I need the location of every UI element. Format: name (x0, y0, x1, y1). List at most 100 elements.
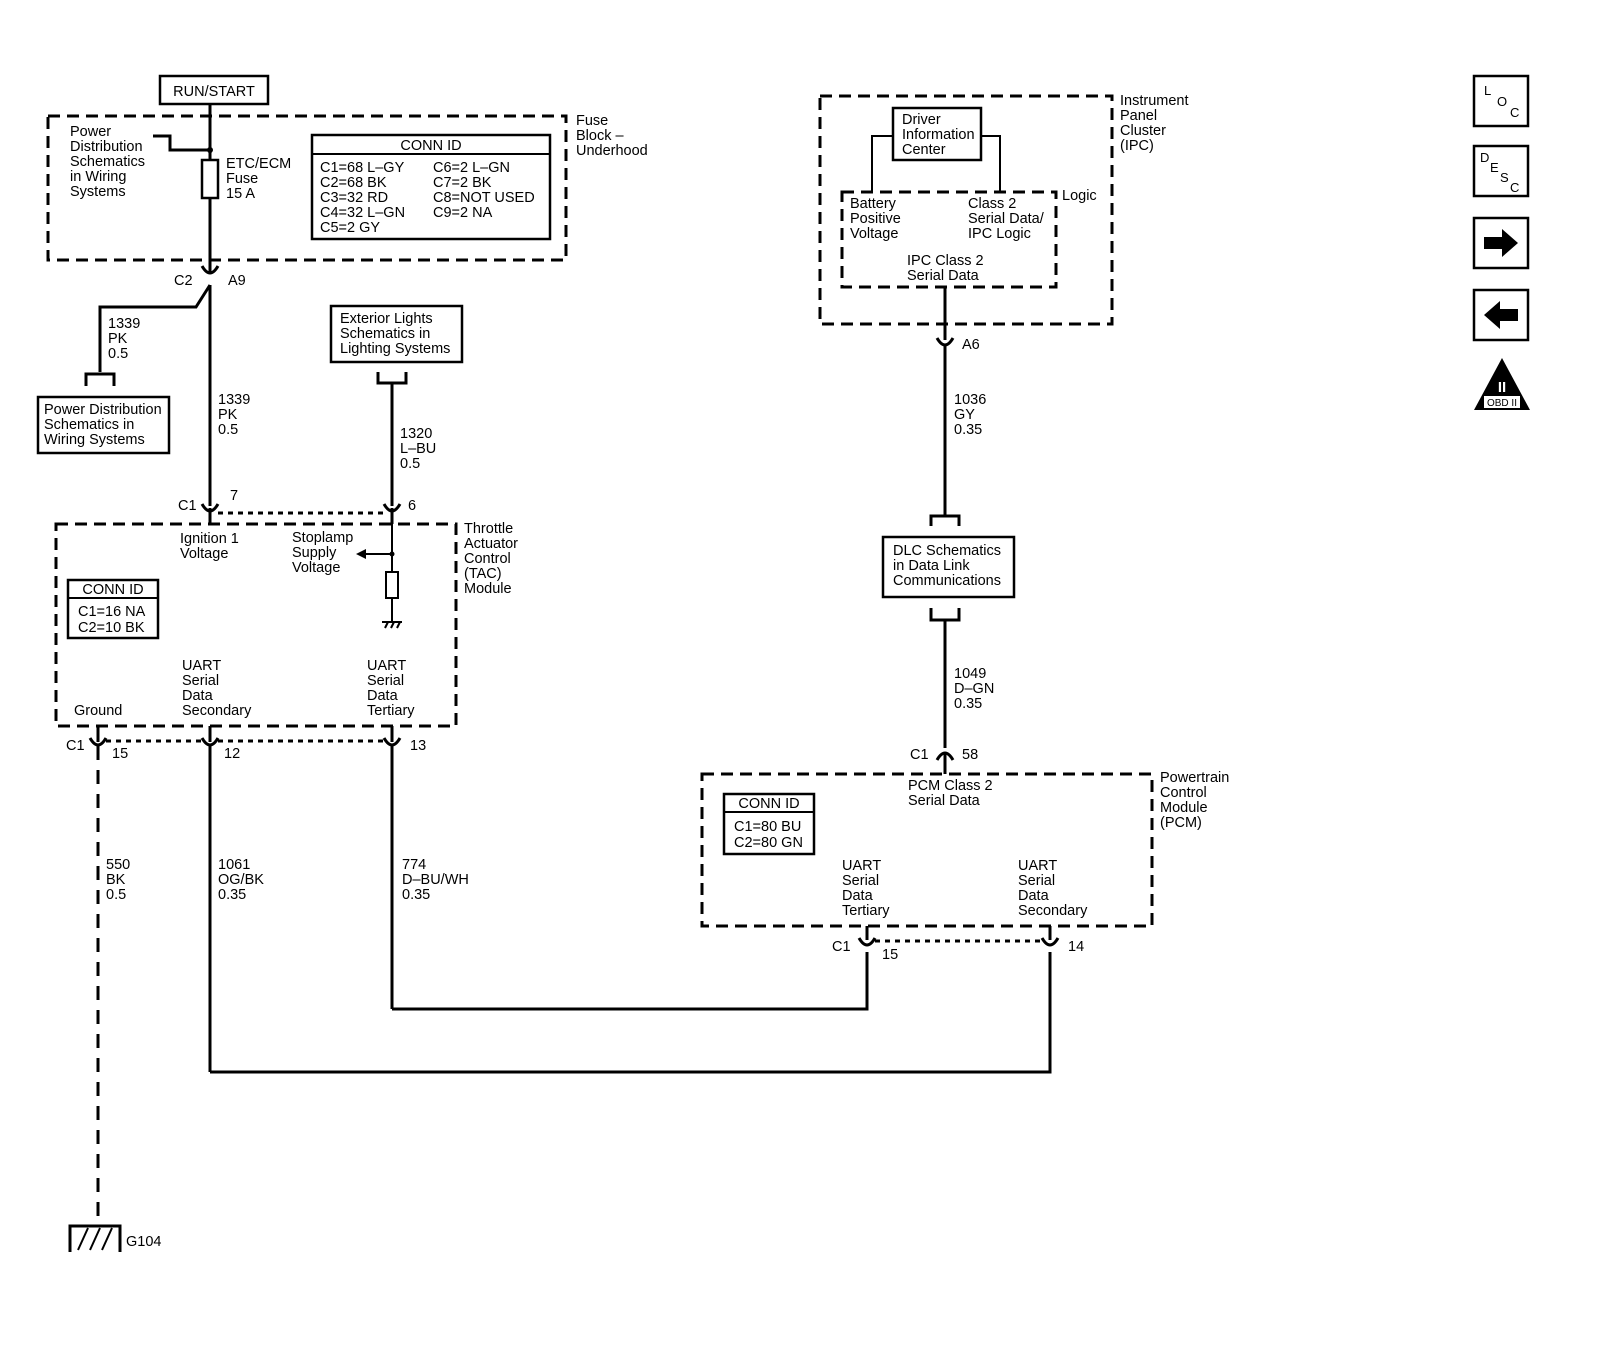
conn-id-title: CONN ID (738, 796, 799, 812)
ref-line: Schematics (70, 154, 145, 170)
tac-pin-desc: Data (367, 688, 399, 704)
wire-label: 0.35 (218, 887, 246, 903)
connector-c1-15-12-13: C1 15 12 13 (66, 726, 426, 762)
desc-letter: C (1510, 180, 1519, 195)
resistor-icon (385, 571, 399, 599)
dic-line: Center (902, 142, 946, 158)
wire-label: 0.5 (400, 456, 420, 472)
ground-g104-icon (68, 1224, 122, 1252)
arrow-left-icon (1484, 301, 1518, 329)
ref-box-line: DLC Schematics (893, 543, 1001, 559)
wire-label: 550 (106, 857, 130, 873)
obd-label: OBD II (1487, 398, 1517, 409)
pcm-pin-desc: Data (1018, 888, 1050, 904)
pcm-pin-desc: Data (842, 888, 874, 904)
conn-id-row: C4=32 L–GN (320, 205, 405, 221)
ref-box-line: Communications (893, 573, 1001, 589)
conn-id-row: C1=80 BU (734, 819, 801, 835)
wire-label: 0.5 (218, 422, 238, 438)
ipc-pin-desc: Battery (850, 196, 897, 212)
conn-id-row: C9=2 NA (433, 205, 493, 221)
logic-label: Logic (1062, 188, 1097, 204)
wire-label: 0.35 (954, 696, 982, 712)
tac-pin-desc: Secondary (182, 703, 252, 719)
conn-id-row: C1=16 NA (78, 604, 146, 620)
ipc-pin-desc: Serial Data/ (968, 211, 1045, 227)
fuse-label: ETC/ECM (226, 156, 291, 172)
ref-box-line: in Data Link (893, 558, 970, 574)
obd-mark: II (1498, 379, 1506, 396)
loc-button[interactable]: L O C (1472, 74, 1530, 128)
ipc-pin-desc: Positive (850, 211, 901, 227)
dlc-ref-box[interactable]: DLC Schematics in Data Link Communicatio… (881, 535, 1016, 599)
ipc-module: Instrument Panel Cluster (IPC) Driver In… (818, 93, 1189, 326)
wire-label: 0.35 (402, 887, 430, 903)
prev-arrow-button[interactable] (1472, 288, 1530, 342)
ipc-pin-desc: Voltage (850, 226, 898, 242)
wire-label: 1339 (108, 316, 140, 332)
loc-letter: L (1484, 83, 1491, 98)
pcm-pin-desc: UART (1018, 858, 1057, 874)
fuse-block-name: Block – (576, 128, 624, 144)
pin-label: 58 (962, 747, 978, 763)
ref-line: Systems (70, 184, 126, 200)
wire-label: 1339 (218, 392, 250, 408)
connector-a6: A6 (935, 337, 980, 353)
wire-774: 774 D–BU/WH 0.35 (402, 857, 469, 903)
pcm-pin-desc: Serial (1018, 873, 1055, 889)
pcm-pin-desc: UART (842, 858, 881, 874)
connector-label: A6 (962, 337, 980, 353)
tac-pin-desc: Serial (182, 673, 219, 689)
dic-line: Driver (902, 112, 941, 128)
wire-1339-main: 1339 PK 0.5 (218, 392, 250, 438)
wire-1061: 1061 OG/BK 0.35 (218, 857, 264, 903)
ref-box-line: Wiring Systems (44, 432, 145, 448)
ref-box-line: Schematics in (44, 417, 134, 433)
fuse-block-name: Fuse (576, 113, 608, 129)
next-arrow-button[interactable] (1472, 216, 1530, 270)
connector-c2-a9: C2 A9 (174, 262, 246, 289)
tac-name: Actuator (464, 536, 518, 552)
ipc-pin-desc: Class 2 (968, 196, 1016, 212)
tac-module: Throttle Actuator Control (TAC) Module I… (54, 521, 518, 728)
wire-550: 550 BK 0.5 (106, 857, 130, 903)
ref-line: Distribution (70, 139, 143, 155)
etc-ecm-fuse (200, 158, 220, 200)
fuse-conn-id-table: CONN ID C1=68 L–GY C2=68 BK C3=32 RD C4=… (310, 133, 552, 241)
ref-box-line: Lighting Systems (340, 341, 450, 357)
wire-1036: 1036 GY 0.35 (954, 392, 986, 438)
arrow-left-icon (356, 549, 366, 559)
fuse-block: RUN/START Power Distribution Schematics … (46, 74, 648, 262)
ref-line: in Wiring (70, 169, 126, 185)
connector-label: C1 (178, 498, 197, 514)
wire-label: BK (106, 872, 126, 888)
connector-c1-7-6: C1 7 6 (178, 488, 416, 524)
fuse-block-name: Underhood (576, 143, 648, 159)
ipc-name: Instrument (1120, 93, 1189, 109)
ref-box-line: Exterior Lights (340, 311, 433, 327)
power-dist-ref-box[interactable]: Power Distribution Schematics in Wiring … (36, 395, 171, 455)
ipc-name: Cluster (1120, 123, 1166, 139)
driver-info-center: Driver Information Center (891, 106, 983, 162)
obd-ii-button[interactable]: II OBD II (1474, 358, 1530, 410)
wire-label: 0.5 (106, 887, 126, 903)
connector-c1-58: C1 58 (910, 747, 978, 774)
wire-1049: 1049 D–GN 0.35 (954, 666, 994, 712)
tac-pin-desc: UART (367, 658, 406, 674)
pcm-pin-desc: Secondary (1018, 903, 1088, 919)
conn-id-row: C7=2 BK (433, 175, 492, 191)
chassis-ground-icon (382, 621, 402, 629)
desc-letter: S (1500, 170, 1509, 185)
wire-label: D–GN (954, 681, 994, 697)
exterior-lights-ref-box[interactable]: Exterior Lights Schematics in Lighting S… (329, 304, 464, 364)
pin-label: 6 (408, 498, 416, 514)
fuse-label: Fuse (226, 171, 258, 187)
pcm-pin-desc: PCM Class 2 (908, 778, 993, 794)
power-dist-ref: Power Distribution Schematics in Wiring … (70, 124, 145, 200)
tac-pin-desc: Tertiary (367, 703, 415, 719)
ipc-name: Panel (1120, 108, 1157, 124)
ipc-pin-desc: IPC Logic (968, 226, 1031, 242)
wire-label: GY (954, 407, 975, 423)
desc-button[interactable]: D E S C (1472, 144, 1530, 198)
